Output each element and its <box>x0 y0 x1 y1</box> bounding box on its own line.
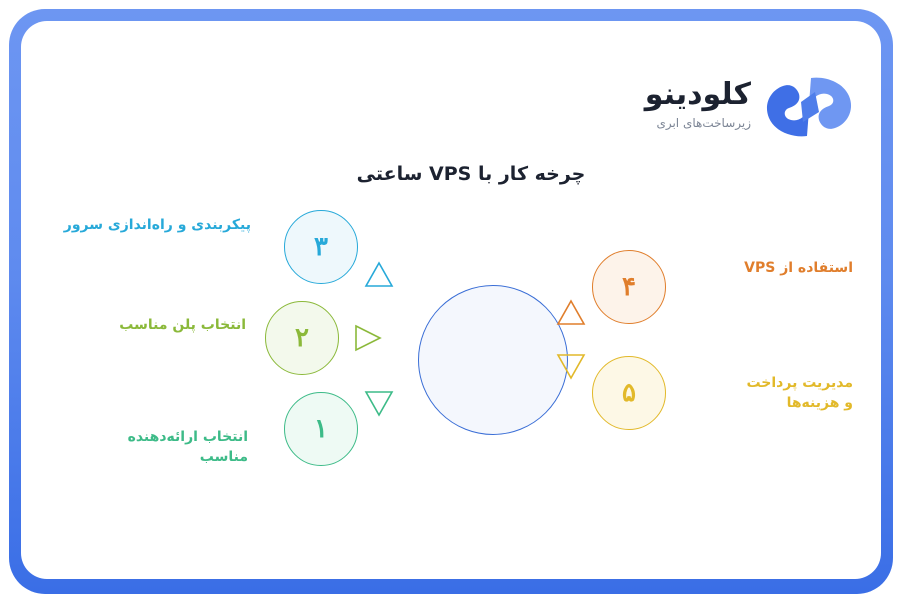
step-5-label: مدیریت پرداخت و هزینه‌ها <box>703 373 853 413</box>
brand-tagline: زیرساخت‌های ابری <box>656 116 751 130</box>
step-2-circle: ۲ <box>265 301 339 375</box>
step-1-circle: ۱ <box>284 392 358 466</box>
step-3-label: پیکربندی و راه‌اندازی سرور <box>63 217 251 233</box>
step-5-label-line1: مدیریت پرداخت <box>746 375 853 391</box>
step-1-label-line2: مناسب <box>199 449 248 465</box>
triangle-up-icon <box>364 261 394 287</box>
step-1-number: ۱ <box>314 414 328 444</box>
step-5-circle: ۵ <box>592 356 666 430</box>
brand-name: کلودینو <box>644 77 751 112</box>
step-3-circle: ۳ <box>284 210 358 284</box>
triangle-down-icon <box>556 354 586 380</box>
step-3-number: ۳ <box>314 232 328 262</box>
step-4-circle: ۴ <box>592 250 666 324</box>
step-4-label: استفاده از VPS <box>744 260 853 276</box>
diagram-title: چرخه کار با VPS ساعتی <box>356 163 586 185</box>
cloudino-logo-icon <box>766 77 852 137</box>
step-5-label-line2: و هزینه‌ها <box>786 395 853 411</box>
step-1-label: انتخاب ارائه‌دهنده مناسب <box>28 427 248 467</box>
step-1-label-line1: انتخاب ارائه‌دهنده <box>127 429 248 445</box>
step-2-label: انتخاب پلن مناسب <box>119 317 246 333</box>
triangle-up-icon <box>556 299 586 325</box>
triangle-right-icon <box>355 324 382 352</box>
step-2-number: ۲ <box>295 323 309 353</box>
step-4-number: ۴ <box>622 272 636 302</box>
center-circle <box>418 285 568 435</box>
diagram-card: کلودینو زیرساخت‌های ابری چرخه کار با VPS… <box>21 21 881 579</box>
triangle-down-icon <box>364 391 394 417</box>
step-5-number: ۵ <box>622 378 636 408</box>
